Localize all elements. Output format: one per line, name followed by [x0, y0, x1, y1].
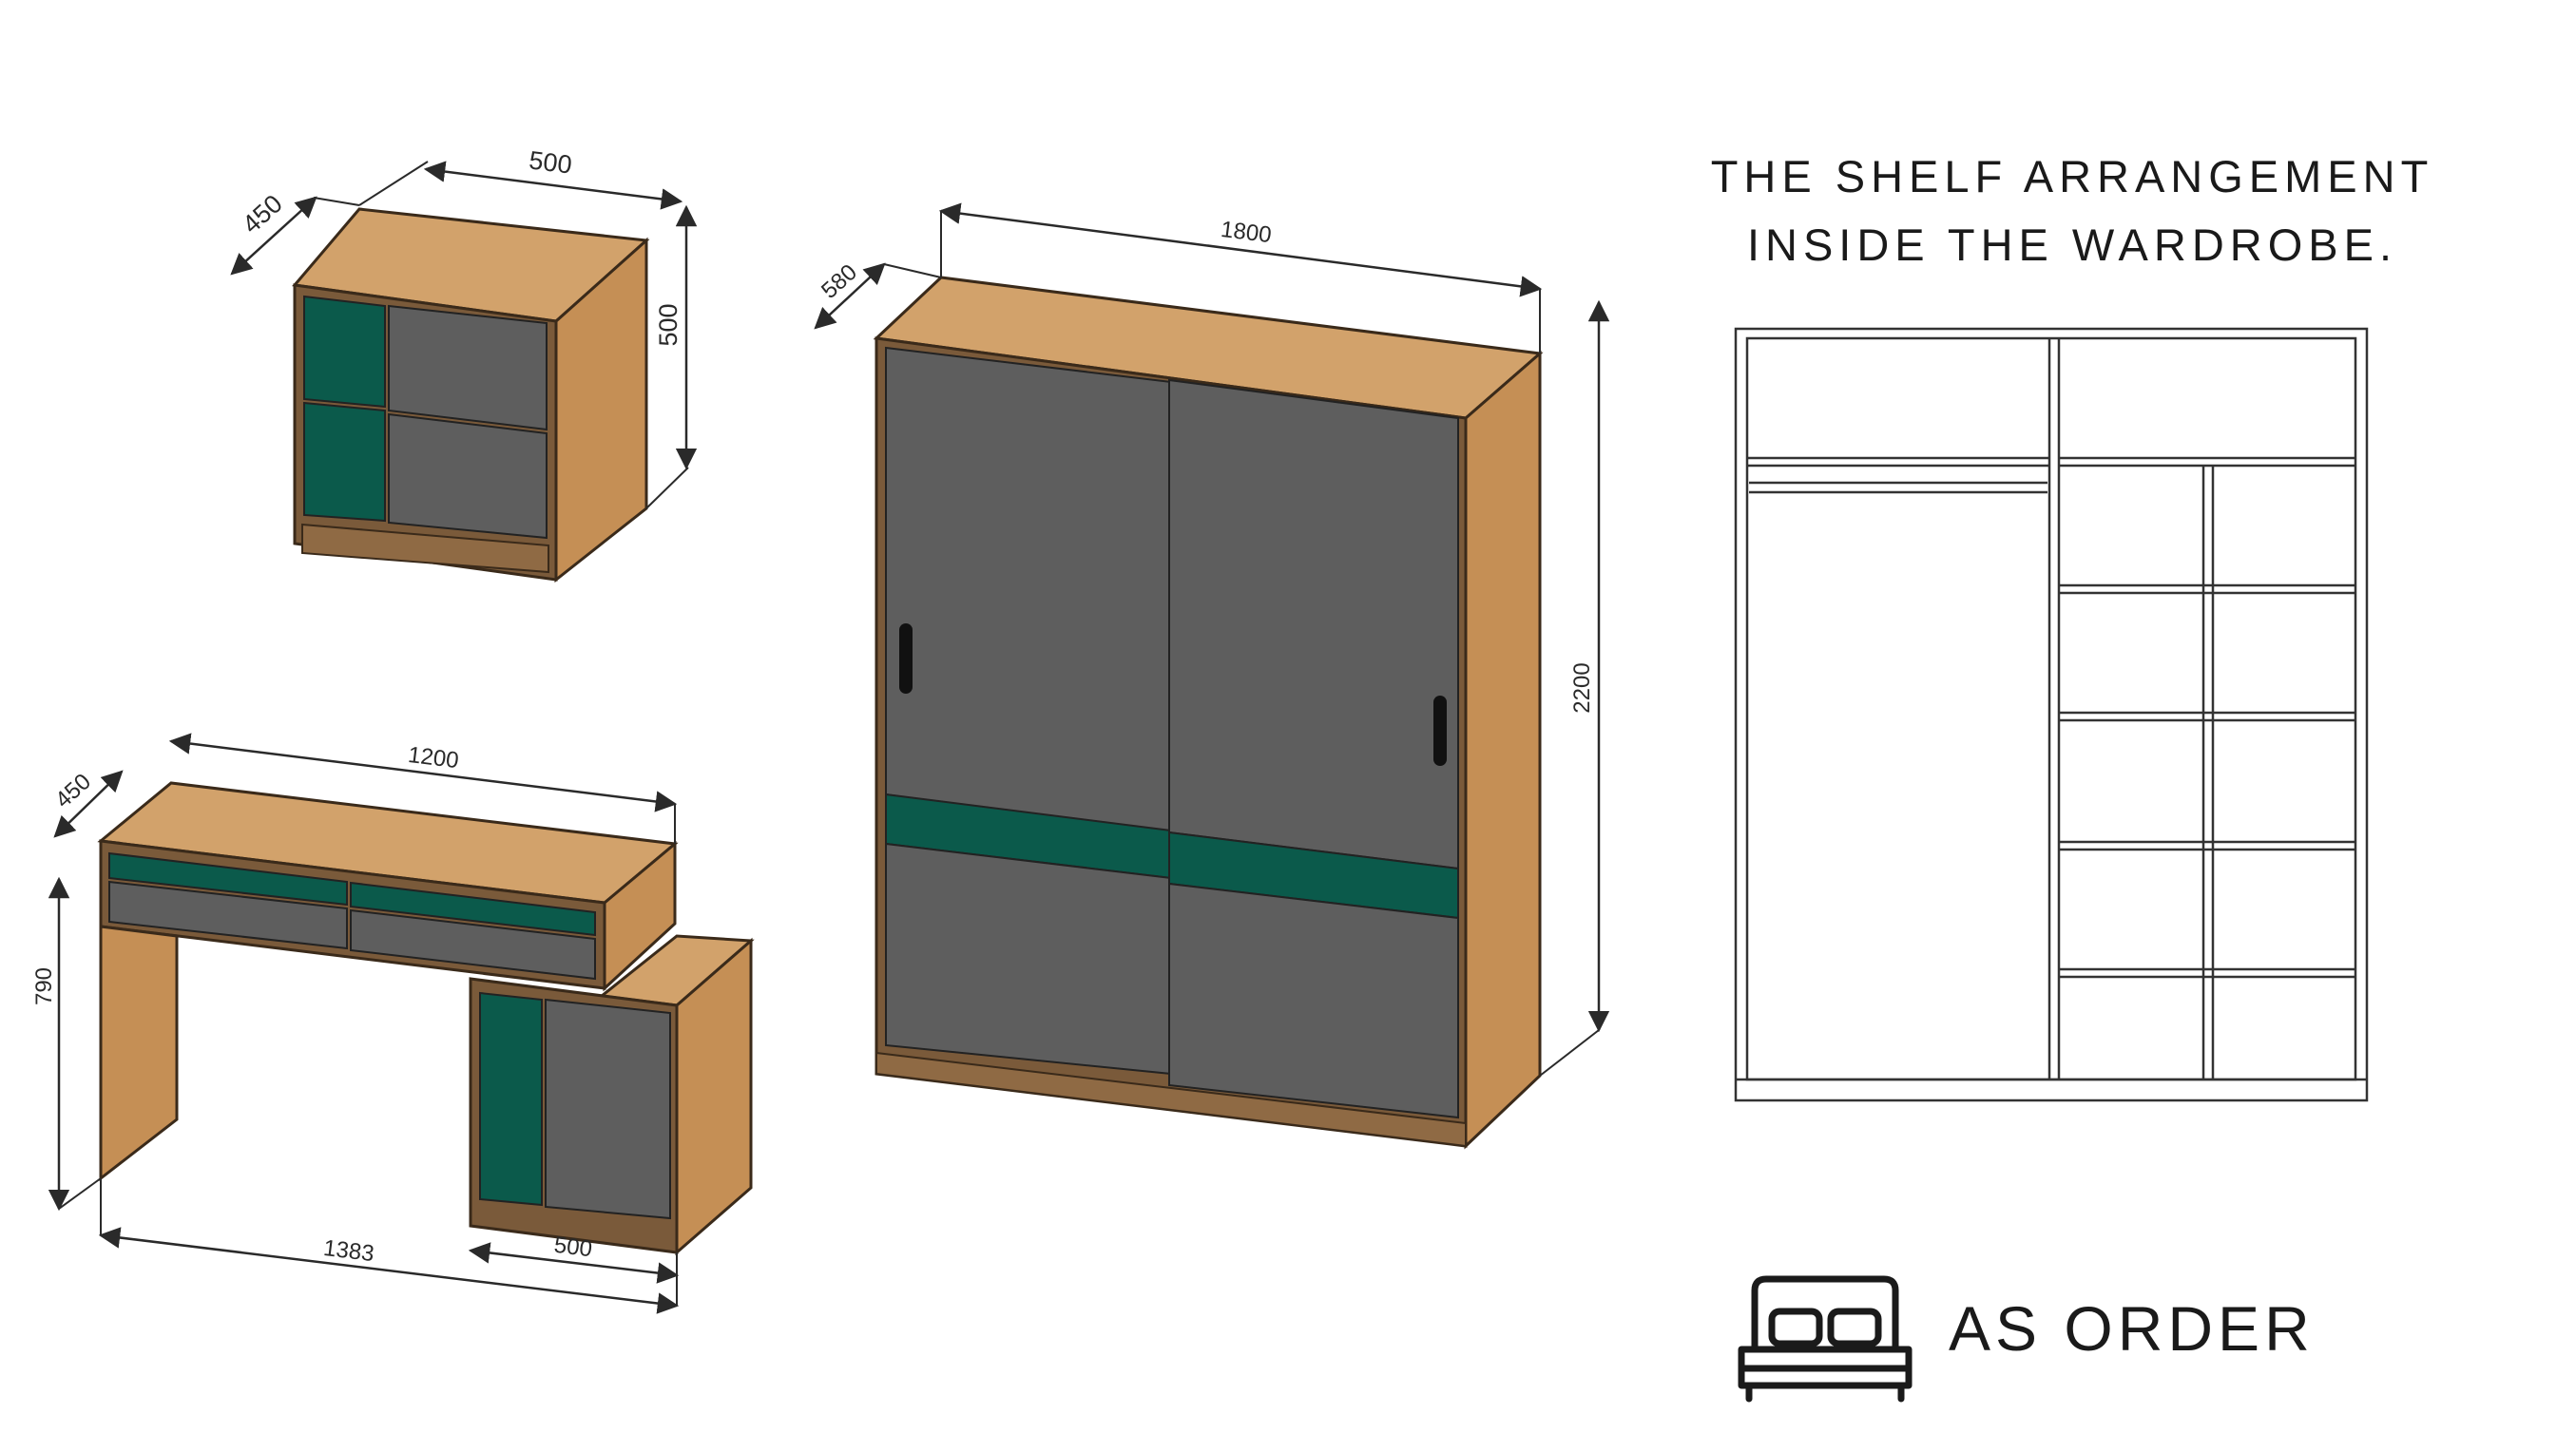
- desk-depth-line: [53, 770, 124, 838]
- wardrobe-width-label: 1800: [1220, 217, 1273, 248]
- nightstand-depth-line: [230, 196, 317, 276]
- desk-drawer-green-right: [350, 881, 596, 937]
- desk-cabinet-width-line: [468, 1242, 680, 1284]
- wardrobe-depth-label: 580: [817, 259, 862, 304]
- desk-length-line: [98, 1227, 680, 1314]
- desk-width-label: 1200: [407, 742, 460, 774]
- desk-depth-label: 450: [50, 769, 96, 813]
- nightstand-grey-drawer-bottom: [388, 412, 548, 540]
- nightstand-height-label: 500: [654, 303, 682, 346]
- nightstand-depth-ext: [313, 197, 360, 206]
- wardrobe-drawing: 1800 580 2200: [814, 202, 1610, 1150]
- wardrobe-height-ext: [1539, 1029, 1600, 1077]
- nightstand-height-ext: [645, 467, 689, 509]
- nightstand-depth-label: 450: [237, 189, 288, 239]
- shelf-heading-line-1: THE SHELF ARRANGEMENT: [1710, 151, 2434, 201]
- desk-left-leg: [99, 925, 179, 1182]
- wardrobe-right-door-lower: [1168, 882, 1459, 1119]
- nightstand-grey-drawer-top: [388, 304, 548, 431]
- wardrobe-width-line: [938, 202, 1543, 297]
- shelf-heading-line-2: INSIDE THE WARDROBE.: [1746, 220, 2398, 270]
- desk-height-ext: [58, 1177, 102, 1210]
- schematic-outer-frame: [1734, 327, 2369, 1102]
- wardrobe-plinth: [875, 1051, 1467, 1148]
- wardrobe-depth-ext: [883, 263, 942, 278]
- desk-cabinet-grey-door: [545, 998, 671, 1220]
- desk-width-line: [168, 733, 678, 812]
- nightstand-base: [301, 523, 549, 574]
- as-order-label: AS ORDER: [1949, 1293, 2315, 1364]
- wardrobe-right-door-upper: [1168, 378, 1459, 870]
- desk-cabinet-green-panel: [479, 991, 543, 1207]
- desk-drawing: 1200 450 790 1383 500: [31, 733, 755, 1314]
- desk-drawer-green-left: [108, 851, 348, 907]
- wardrobe-right-handle: [1433, 696, 1447, 766]
- wardrobe-left-door-lower: [885, 842, 1172, 1076]
- desk-drawer-grey-left: [108, 880, 348, 950]
- wardrobe-depth-line: [814, 262, 886, 330]
- desk-drawer-grey-right: [350, 908, 596, 981]
- wardrobe-left-handle: [899, 623, 913, 694]
- desk-height-label: 790: [31, 967, 57, 1005]
- nightstand-width-ext: [358, 161, 429, 206]
- nightstand-width-line: [423, 161, 683, 210]
- wardrobe-side: [1464, 350, 1542, 1150]
- nightstand-green-drawer-bottom: [303, 401, 386, 523]
- desk-cabinet-width-label: 500: [552, 1232, 593, 1263]
- shelf-arrangement-diagram: [1734, 327, 2369, 1102]
- wardrobe-height-label: 2200: [1569, 662, 1595, 713]
- nightstand-width-label: 500: [528, 145, 573, 179]
- wardrobe-left-door-upper: [885, 346, 1172, 838]
- desk-length-label: 1383: [322, 1235, 375, 1267]
- nightstand-drawing: 500 450 500: [230, 145, 698, 583]
- nightstand-green-drawer-top: [303, 295, 386, 409]
- bed-icon: [1738, 1275, 1913, 1403]
